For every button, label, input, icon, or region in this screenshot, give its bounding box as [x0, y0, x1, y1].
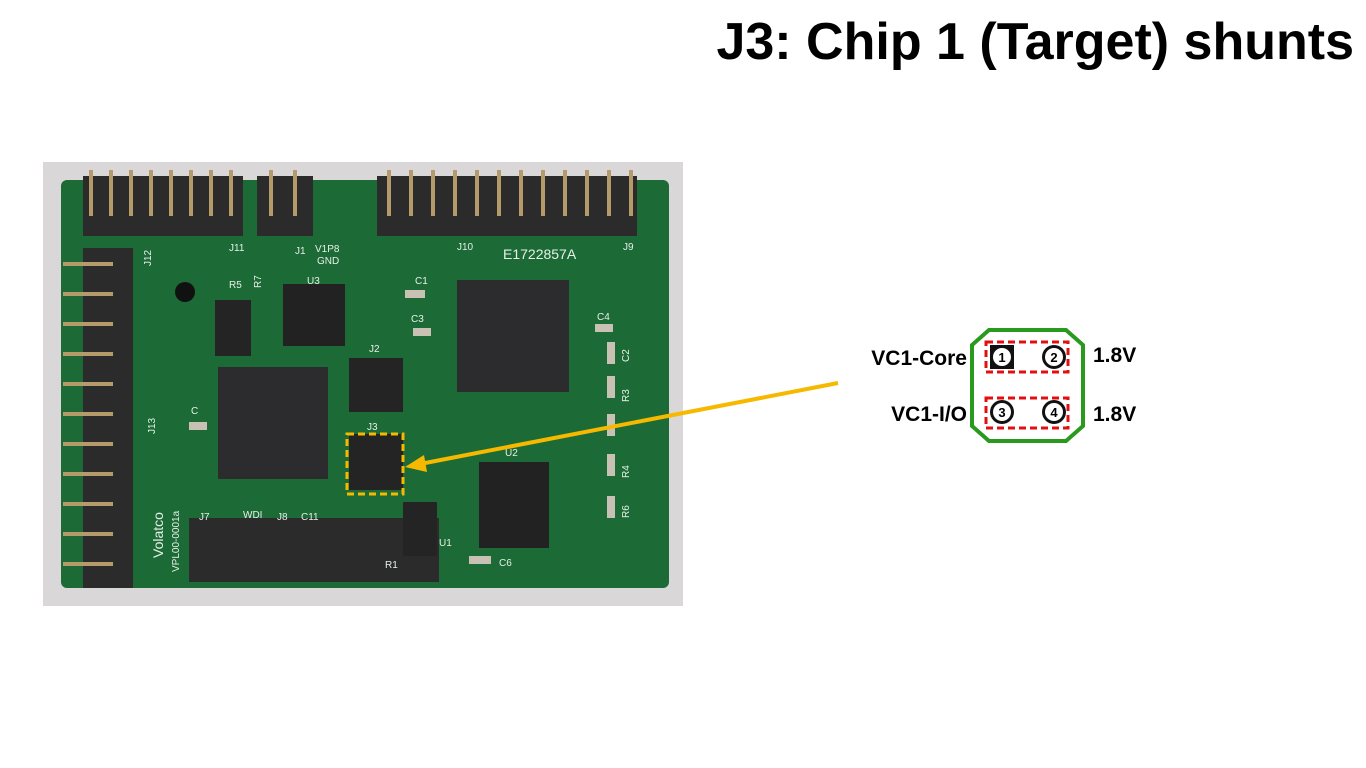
pin-3-circle [993, 403, 1011, 421]
header-j7-j8 [189, 518, 439, 582]
silk-j13: J13 [147, 417, 158, 434]
silk-u3: U3 [307, 276, 320, 287]
silk-j11: J11 [229, 243, 245, 254]
silk-c4: C4 [597, 312, 610, 323]
silk-brand: Volatco [150, 512, 166, 558]
callout-arrow-line [419, 381, 839, 466]
row-voltage-io: 1.8V [1093, 403, 1136, 426]
silk-part: VPL00-0001a [171, 510, 182, 572]
pin-3-label: 3 [998, 405, 1005, 420]
silk-j1: J1 [295, 246, 306, 257]
pin-2-label: 2 [1050, 350, 1057, 365]
header-j3 [349, 434, 403, 490]
silk-r1: R1 [385, 560, 398, 571]
silk-r7: R7 [253, 275, 264, 288]
silk-r4: R4 [621, 465, 632, 478]
callout-arrowhead [405, 455, 427, 472]
pin-2-circle [1045, 348, 1063, 366]
pin-4-label: 4 [1050, 405, 1058, 420]
silk-c11: C11 [301, 512, 319, 523]
silk-c2: C2 [621, 349, 632, 362]
pin-1-circle [991, 346, 1013, 368]
j3-highlight-box [345, 432, 405, 496]
silk-r3: R3 [621, 389, 632, 402]
silk-r5: R5 [229, 280, 242, 291]
row-label-core: VC1-Core [871, 347, 967, 370]
silk-j8: J8 [277, 512, 288, 523]
chip-u3 [283, 284, 345, 346]
chip-u2 [479, 462, 549, 548]
silk-j7: J7 [199, 512, 210, 523]
silk-c6: C6 [499, 558, 512, 569]
silk-j3: J3 [367, 422, 378, 433]
header-j1 [257, 176, 313, 236]
pin-4-circle [1045, 403, 1063, 421]
row-label-io: VC1-I/O [891, 403, 967, 426]
silk-serial: E1722857A [503, 246, 577, 262]
silk-wdi: WDI [243, 510, 262, 521]
header-j10-j9 [377, 176, 637, 236]
silk-j12: J12 [143, 249, 154, 266]
silk-c: C [191, 406, 198, 417]
header-r5 [215, 300, 251, 356]
silk-j2: J2 [369, 344, 380, 355]
chip-main [457, 280, 569, 392]
silk-gnd: GND [317, 256, 339, 267]
shunt-io [984, 396, 1070, 430]
pcb-photo: J11 J1 V1P8 GND J10 E1722857A J9 J12 R5 … [43, 162, 683, 606]
header-j2 [349, 358, 403, 412]
silk-j10: J10 [457, 242, 474, 253]
pin-1-label: 1 [998, 350, 1005, 365]
jumper-outline [970, 328, 1085, 443]
silk-c3: C3 [411, 314, 424, 325]
silk-v1p8: V1P8 [315, 244, 340, 255]
slide-title: J3: Chip 1 (Target) shunts [716, 13, 1354, 71]
header-j12-j13 [83, 248, 133, 588]
silk-u2: U2 [505, 448, 518, 459]
silk-r6: R6 [621, 505, 632, 518]
silk-c1: C1 [415, 276, 428, 287]
silk-u1: U1 [439, 538, 452, 549]
silk-j9: J9 [623, 242, 634, 253]
shunt-core [984, 340, 1070, 374]
chip-u2-left [218, 367, 328, 479]
chip-u1 [403, 502, 437, 556]
row-voltage-core: 1.8V [1093, 344, 1136, 367]
